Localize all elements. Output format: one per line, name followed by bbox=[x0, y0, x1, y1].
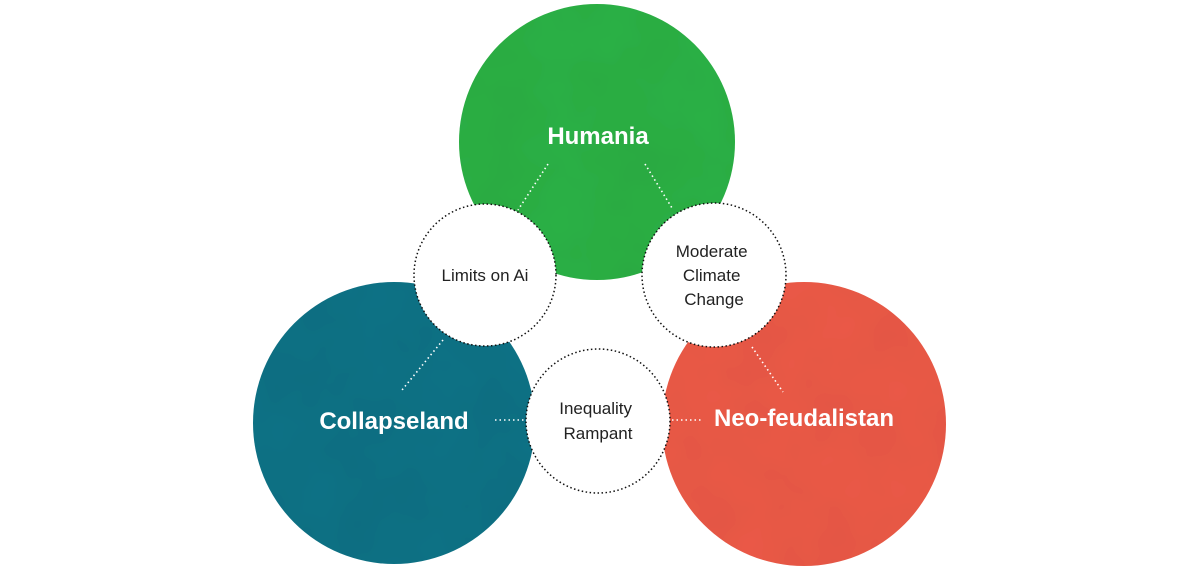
inequality-rampant-label: Inequality Rampant bbox=[559, 399, 637, 443]
connector-neofeudalistan-climate bbox=[751, 346, 784, 393]
moderate-climate-change-line-3: Change bbox=[684, 290, 744, 309]
limits-on-ai-circle bbox=[413, 203, 557, 347]
limits-on-ai-line: Limits on Ai bbox=[442, 266, 529, 285]
connector-collapseland-limits bbox=[401, 339, 444, 391]
neo-feudalistan-label: Neo-feudalistan bbox=[714, 405, 894, 432]
neo-feudalistan-circle bbox=[662, 282, 946, 566]
collapseland-label: Collapseland bbox=[319, 408, 468, 435]
humania-circle bbox=[459, 4, 735, 280]
moderate-climate-change-circle bbox=[641, 202, 787, 348]
inequality-rampant-line-2: Rampant bbox=[564, 424, 633, 443]
connector-humania-limits bbox=[517, 163, 549, 211]
inequality-rampant-line-1: Inequality bbox=[559, 399, 632, 418]
moderate-climate-change-line-2: Climate bbox=[683, 266, 741, 285]
humania-label: Humania bbox=[547, 123, 649, 150]
moderate-climate-change-line-1: Moderate bbox=[676, 242, 748, 261]
collapseland-circle bbox=[253, 282, 535, 564]
moderate-climate-change-label: Moderate Climate Change bbox=[676, 242, 753, 309]
inequality-rampant-circle bbox=[525, 348, 671, 494]
limits-on-ai-label: Limits on Ai bbox=[442, 266, 529, 285]
